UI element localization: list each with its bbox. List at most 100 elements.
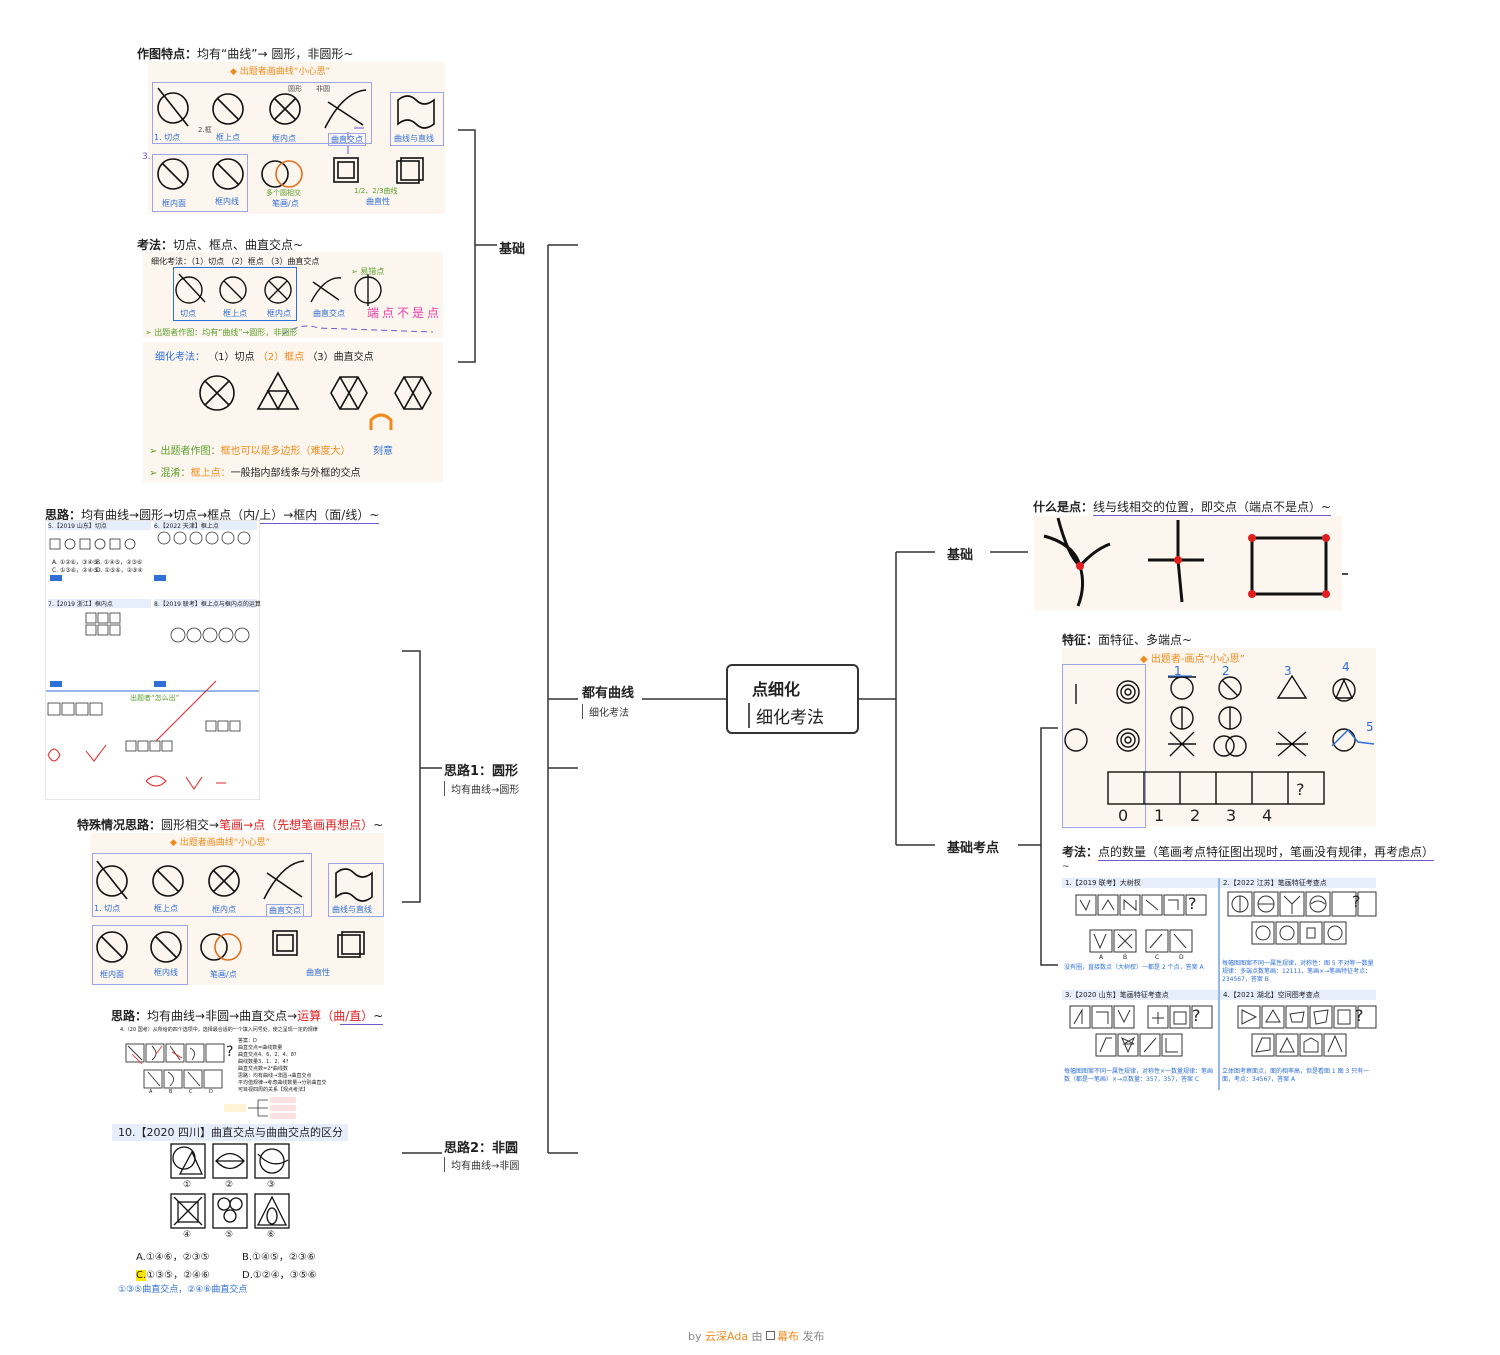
fq-head: 4.（20 国考）从所给的四个选项中，选择最合适的一个填入问号处，使之呈现一定的… — [120, 1027, 318, 1033]
teshu-label-6: 框内线 — [154, 968, 178, 977]
panel1-box-bottom — [152, 154, 248, 212]
q10-explain: ①③⑤曲直交点，②④⑥曲直交点 — [118, 1285, 248, 1295]
branch-silu2[interactable]: 思路2：非圆 — [444, 1141, 519, 1156]
q10-num-4: ④ — [183, 1230, 192, 1240]
rg-note-3: 立体图考察面点，面的相率高，但是看图 1 图 3 只有一面，考点：34567，答… — [1222, 1068, 1370, 1083]
teshu-label-8: 曲直性 — [306, 968, 330, 977]
rg-note-1: 每幅图图案不同一属性规律，对称性：图 5 不对称一数量规律：多端点数笔画：121… — [1222, 960, 1374, 983]
branch-silu1[interactable]: 思路1：圆形 — [444, 764, 519, 779]
q10-opt-b[interactable]: B.①④⑤，②③⑥ — [242, 1252, 316, 1263]
label-kuangneidian: 框内点 — [272, 134, 296, 143]
p2-bottom: ➢ 出题者作图：均有“曲线”→圆形，非圆形 — [145, 328, 298, 337]
fq-opt-c: C — [189, 1089, 193, 1095]
footer-brand[interactable]: 幕布 — [777, 1330, 800, 1343]
p3-note1: ➢ 出题者作图：框也可以是多边形（难度大） — [149, 446, 351, 457]
rg-qmark-1: ? — [1188, 894, 1197, 913]
branch-left-main[interactable]: 都有曲线 — [582, 686, 635, 701]
kaofa-left-header: 考法：切点、框点、曲直交点~ — [137, 238, 304, 254]
branch-jichu-left[interactable]: 基础 — [499, 242, 526, 257]
q10-figures — [170, 1143, 290, 1229]
panel1-note: ◆ 出题者画曲线“小心思” — [230, 67, 331, 77]
kaofa-right-tilde: ~ — [1062, 862, 1070, 872]
tezheng-header: 特征：面特征、多端点~ — [1062, 633, 1193, 649]
tezheng-hand-2: 2 — [1222, 664, 1230, 678]
tezheng-hand-4: 4 — [1342, 660, 1350, 674]
hand-kuang: 2.框 — [198, 126, 212, 134]
rg-title-1: 2.【2022 江苏】笔画特征考查点 — [1220, 878, 1376, 888]
rg-title-0: 1.【2019 联考】大树杈 — [1062, 878, 1218, 888]
tezheng-hand-3: 3 — [1284, 664, 1292, 678]
right-question-grid: 1.【2019 联考】大树杈 2.【2022 江苏】笔画特征考查点 3.【202… — [1062, 878, 1378, 1090]
silu-feiyuan-header: 思路：均有曲线→非圆→曲直交点→运算（曲/直）~ — [111, 1009, 384, 1025]
teshu-box-right — [328, 863, 384, 917]
footer: by 云深Ada 由 幕布 发布 — [688, 1330, 825, 1343]
branch-jichu-kaodian[interactable]: 基础考点 — [947, 841, 1000, 856]
branch-left-main-sub: 细化考法 — [582, 704, 629, 719]
tezheng-hand-5: 5 — [1366, 720, 1374, 734]
qg-note: 出题者“怎么出” — [130, 694, 180, 702]
qg-title-1: 6.【2022 天津】框上点 — [154, 521, 257, 530]
panel-teshu: ◆ 出题者画曲线“小心思” 1. 切点 框上点 框内点 曲直交点 曲线与直线 框… — [90, 833, 384, 985]
teshu-note: ◆ 出题者画曲线“小心思” — [170, 838, 271, 848]
fq-opt-a: A — [149, 1089, 153, 1095]
tezheng-num-2: 2 — [1190, 806, 1201, 825]
label-quzhijiaodian: 曲直交点 — [328, 133, 366, 146]
rg-opt-a: A — [1099, 954, 1104, 961]
qg-opt-0: A. ①②⑥，③④⑤ — [52, 559, 99, 566]
branch-jichu-right[interactable]: 基础 — [947, 548, 974, 563]
label-quxianyuzhixian: 曲线与直线 — [394, 134, 434, 143]
panel-shenme — [1034, 516, 1348, 610]
tezheng-num-4: 4 — [1262, 806, 1273, 825]
feiyuan-question: 4.（20 国考）从所给的四个选项中，选择最合适的一个填入问号处，使之呈现一定的… — [112, 1024, 340, 1124]
q10-num-5: ⑤ — [225, 1230, 234, 1240]
hand-3: 3. — [142, 152, 151, 162]
p2-label-1: 框上点 — [223, 309, 247, 318]
panel2-box — [173, 267, 297, 321]
q10-opt-d[interactable]: D.①②④，③⑤⑥ — [242, 1270, 317, 1281]
qg-opt-1: B. ①④⑤，②③⑥ — [96, 559, 143, 566]
teshu-label-7: 笔画/点 — [210, 970, 237, 979]
q10-panel: 10.【2020 四川】曲直交点与曲曲交点的区分 ① ② ③ ④ ⑤ ⑥ A.①… — [112, 1124, 350, 1299]
teshu-label-2: 框内点 — [212, 905, 236, 914]
kaofa-right-header: 考法：点的数量（笔画考点特征图出现时，笔画没有规律，再考虑点） — [1062, 845, 1435, 861]
q10-opt-c[interactable]: C.①③⑤，②④⑥ — [136, 1270, 210, 1281]
panel-zuotu: ◆ 出题者画曲线“小心思” 1. 切点 框上点 框内点 曲直交点 曲线与直线 框… — [142, 62, 445, 214]
qg-opt-2: C. ①③⑥，②④⑤ — [52, 567, 99, 574]
hand-feiyuan: 非圆 — [316, 85, 330, 93]
shenme-figures — [1043, 517, 1348, 607]
qg-title-3: 8.【2019 联考】框上点与框内点的运算 — [154, 599, 261, 608]
tezheng-note: ◆ 出题者-画点“小心思” — [1140, 654, 1245, 665]
panel3-figures — [199, 371, 432, 430]
tezheng-qmark: ? — [1296, 780, 1305, 799]
central-title: 点细化 — [752, 680, 801, 699]
panel-kaofa: 细化考法：（1）切点 （2）框点 （3）曲直交点 切点 框上点 框内点 曲直交点… — [143, 252, 443, 338]
teshu-label-5: 框内面 — [100, 970, 124, 979]
fq-opt-d: D — [209, 1089, 213, 1095]
rg-opt-d: D — [1179, 954, 1184, 961]
qg-title-0: 5.【2019 山东】切点 — [48, 521, 151, 530]
rg-qmark-4: ? — [1355, 1006, 1364, 1025]
footer-author[interactable]: 云深Ada — [705, 1330, 749, 1343]
teshu-box-bottom — [92, 925, 188, 985]
question-grid: 5.【2019 山东】切点 6.【2022 天津】框上点 7.【2019 浙江】… — [45, 520, 261, 800]
label-qiedian: 1. 切点 — [154, 133, 181, 142]
fq-figures — [125, 1043, 225, 1089]
teshu-label-1: 框上点 — [154, 904, 178, 913]
label-bihuadian: 笔画/点 — [272, 199, 299, 208]
branch-silu1-sub: 均有曲线→圆形 — [444, 781, 519, 796]
p2-label-3: 曲直交点 — [313, 309, 345, 318]
panel1-figures — [157, 87, 435, 190]
rg-title-3: 4.【2021 湖北】空间图考查点 — [1220, 990, 1376, 1000]
tezheng-num-3: 3 — [1226, 806, 1237, 825]
silu-yuan-header: 思路：均有曲线→圆形→切点→框点（内/上）→框内（面/线）~ — [45, 508, 380, 524]
central-node[interactable]: 点细化 细化考法 — [726, 664, 859, 734]
rg-note-2: 每幅图图案不同一属性规律，对称性×一数量规律：笔画数（都是一笔画）×→点数量：3… — [1064, 1068, 1214, 1083]
panel1-box-right — [390, 92, 444, 146]
panel2-figures — [175, 273, 434, 335]
q10-opt-a[interactable]: A.①④⑥，②③⑤ — [136, 1252, 210, 1263]
panel-tezheng: ◆ 出题者-画点“小心思” ? 0 1 2 3 4 1 2 3 4 5 — [1062, 648, 1376, 828]
qg-title-2: 7.【2019 浙江】框内点 — [48, 599, 151, 608]
hand-yuanxing: 圆形 — [288, 85, 302, 93]
rg-qmark-2: ? — [1352, 892, 1361, 911]
